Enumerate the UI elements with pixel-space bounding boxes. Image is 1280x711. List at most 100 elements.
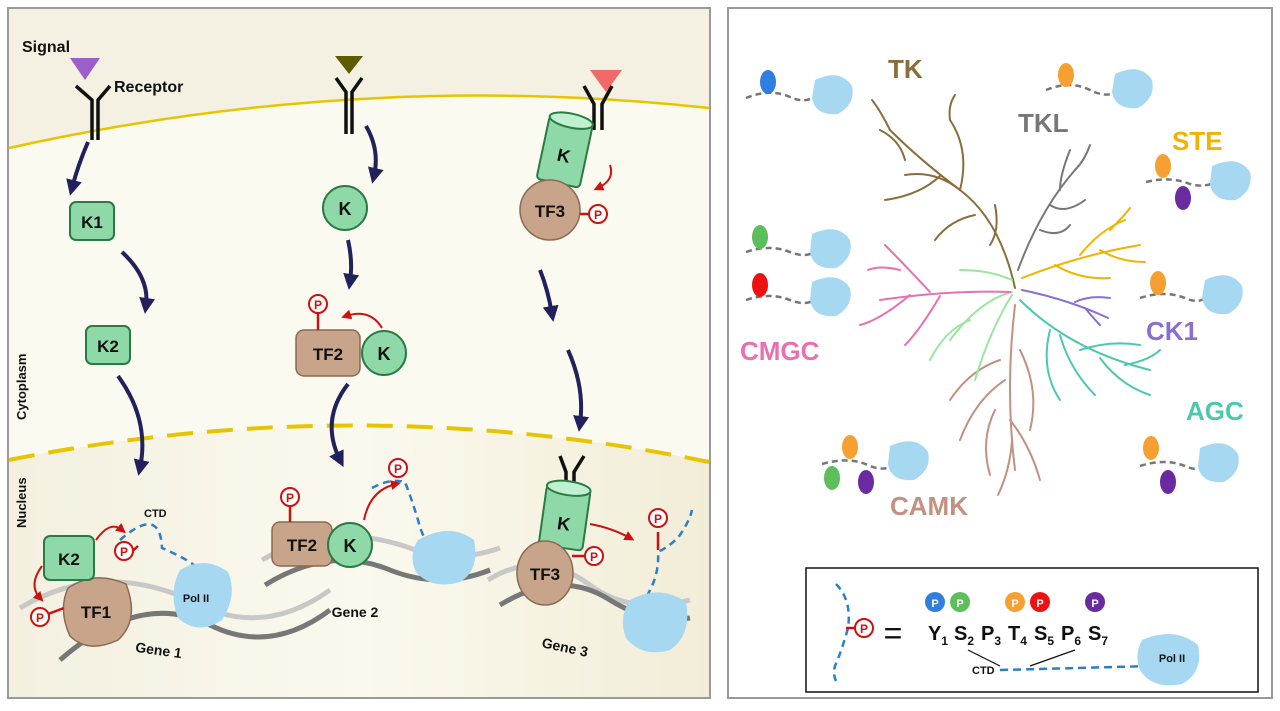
- tf2-label: TF2: [313, 345, 343, 364]
- tree-branch-tkl: [1017, 144, 1091, 271]
- phospho-arrow-ctd2: [363, 480, 401, 521]
- signal-label: Signal: [22, 39, 70, 56]
- kinase-k2-label: K2: [97, 337, 119, 356]
- tf1-label: TF1: [81, 603, 111, 622]
- ctd-tail-1: [119, 523, 201, 571]
- legend-p-purple-label: P: [1091, 598, 1098, 610]
- pol-ii-1: [173, 562, 232, 628]
- legend-residue-2: S2: [954, 623, 974, 648]
- phospho-tf2-nuc-label: P: [286, 491, 294, 505]
- tf3-nuclear-label: TF3: [530, 565, 560, 584]
- tf1: [62, 577, 133, 647]
- arrow-tf3-down: [538, 269, 559, 322]
- ctd-tail-2: [371, 479, 430, 546]
- phospho-tf1-label: P: [36, 611, 44, 625]
- phospho-ctd3-label: P: [654, 512, 662, 526]
- left-panel: Signal Receptor Cytoplasm Nucleus K1 K2 …: [7, 7, 711, 699]
- kinase-k-3-cylinder: K: [536, 111, 594, 189]
- kinase-k-tf2-label: K: [378, 344, 391, 364]
- phospho-ctd3: [648, 508, 668, 528]
- tree-branch-cmgc: [859, 244, 1011, 346]
- kinase-k-3-label: K: [555, 145, 572, 167]
- tf3: [519, 179, 581, 241]
- arrow-k-tf2: [343, 239, 360, 290]
- tree-branch-center: [929, 269, 1013, 381]
- legend-p-green: [950, 592, 970, 612]
- phospho-tf3-cyto-label: P: [594, 208, 602, 222]
- group-label-agc: AGC: [1186, 396, 1244, 426]
- legend-p-green-label: P: [956, 598, 963, 610]
- phospho-tf2-cyto-label: P: [314, 298, 322, 312]
- right-panel: TK TKL STE CK1 AGC CAMK CMGC: [727, 7, 1273, 699]
- kinase-k-3-nuclear-cylinder: K: [538, 479, 592, 552]
- receptor-3: [582, 85, 614, 130]
- legend-bracket-left: [967, 649, 1001, 667]
- legend-ctd-tail: [832, 583, 850, 685]
- arrow-tf2-nucleus: [329, 382, 350, 468]
- ctd-icon-tkl: [1045, 63, 1153, 109]
- kinase-k-tf2-nuclear: [327, 522, 373, 568]
- pathway-3: K TF3 P K TF3: [486, 70, 694, 660]
- legend-residue-1: Y1: [928, 623, 948, 648]
- ctd-icon-agc: [1139, 436, 1239, 494]
- legend-equals: =: [884, 615, 903, 651]
- phospho-arrow-tf3-cyto: [593, 164, 613, 191]
- tf2-nuclear-label: TF2: [287, 536, 317, 555]
- kinase-k-3-nuclear-label: K: [556, 513, 572, 535]
- phospho-tf2-cyto: [308, 294, 328, 314]
- cytoplasm-label: Cytoplasm: [14, 354, 29, 420]
- legend-p-red-label: P: [1036, 598, 1043, 610]
- ctd-icon-ck1: [1139, 271, 1243, 315]
- gene-1-label: Gene 1: [134, 639, 183, 661]
- group-label-camk: CAMK: [890, 491, 968, 521]
- kinase-k2-nuclear: [43, 535, 95, 581]
- legend-p-orange-label: P: [1011, 598, 1018, 610]
- kinase-k2-nuclear-label: K2: [58, 550, 80, 569]
- nuclear-envelope: [8, 423, 710, 464]
- group-label-tk: TK: [888, 54, 923, 84]
- phospho-ctd1: [114, 541, 134, 561]
- plasma-membrane: [8, 94, 710, 150]
- legend-p-purple: [1085, 592, 1105, 612]
- tf3-nuclear: [516, 540, 574, 606]
- signal-ligand-red: [590, 70, 622, 92]
- nucleus-label: Nucleus: [14, 477, 29, 528]
- phospho-tf1: [30, 607, 50, 627]
- phospho-arrow-ctd3: [589, 523, 635, 541]
- receptor-1: [74, 84, 112, 140]
- ctd-icon-camk: [821, 435, 929, 494]
- tf3-label: TF3: [535, 202, 565, 221]
- group-label-tkl: TKL: [1018, 108, 1069, 138]
- pol-ii-1-label: Pol II: [183, 593, 209, 605]
- legend-residue-3: P3: [981, 623, 1001, 648]
- arrow-k2-nucleus: [116, 374, 150, 476]
- ctd-icon-cmgc-green: [745, 225, 851, 269]
- receptor-label: Receptor: [114, 79, 183, 96]
- legend-residue-4: T4: [1008, 623, 1027, 648]
- tf2: [295, 329, 361, 377]
- ctd-icon-cmgc-red: [745, 273, 851, 317]
- kinome-tree: [859, 94, 1161, 496]
- signal-ligand-purple: [70, 58, 100, 80]
- arrow-k1-k2: [120, 250, 156, 314]
- legend-residue-6: P6: [1061, 623, 1081, 648]
- pathway-1: K1 K2 CTD Pol II TF1 K2 P P Gene 1: [18, 58, 332, 662]
- phospho-arrow-tf2-cyto: [341, 309, 383, 329]
- legend-box: P = P P P P P Y1 S2 P3 T4 S5 P6 S7 CTD: [805, 567, 1259, 693]
- pol-ii-2: [412, 531, 476, 585]
- ctd-icon-tk: [745, 70, 853, 115]
- group-label-cmgc: CMGC: [740, 336, 820, 366]
- group-label-ck1: CK1: [1146, 316, 1198, 346]
- phospho-tf3-nuc: [584, 546, 604, 566]
- kinase-k1-label: K1: [81, 213, 103, 232]
- legend-p-blue-label: P: [931, 598, 938, 610]
- tree-branch-camk: [949, 304, 1041, 496]
- legend-ctd-label: CTD: [972, 665, 995, 677]
- kinase-k2: [85, 325, 131, 365]
- phospho-tf3-cyto: [588, 204, 608, 224]
- extracellular-region: [9, 9, 709, 148]
- phospho-tf2-nuc: [280, 487, 300, 507]
- legend-phospho: [854, 618, 874, 638]
